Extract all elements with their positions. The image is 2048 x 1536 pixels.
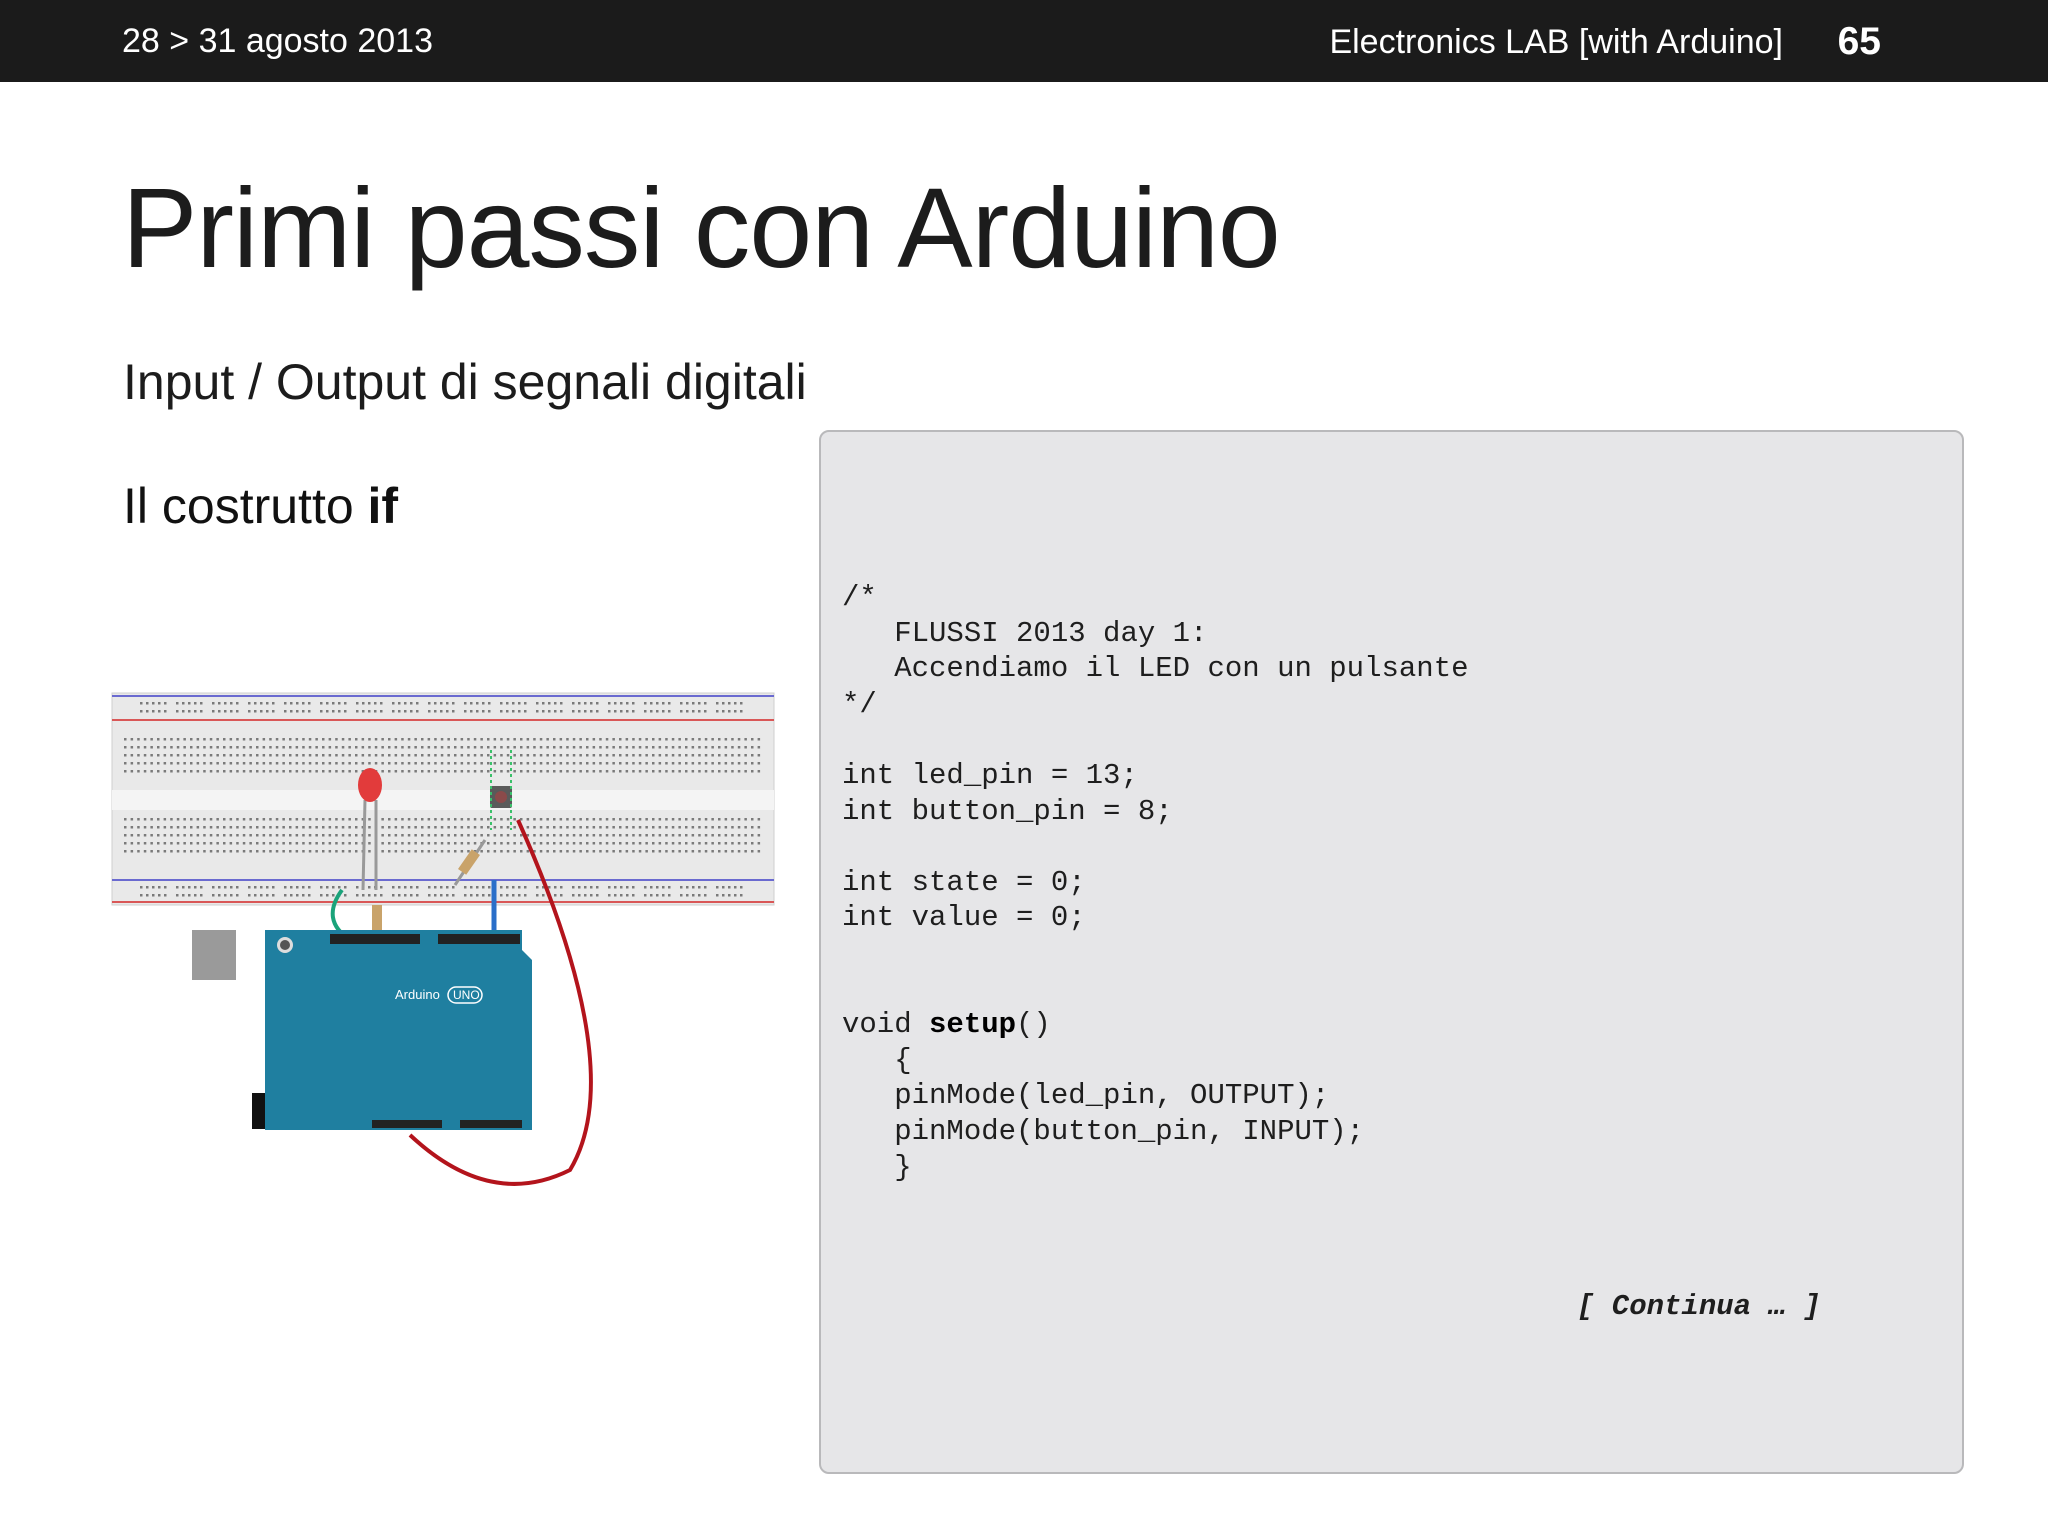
- code-setup-name: setup: [929, 1008, 1017, 1042]
- board-model: UNO: [453, 988, 480, 1002]
- pushbutton: [490, 750, 512, 830]
- code-decl-led-pin: int led_pin = 13;: [842, 758, 1138, 792]
- breadboard: [111, 692, 775, 906]
- header-bar: 28 > 31 agosto 2013 Electronics LAB [wit…: [0, 0, 2048, 82]
- led: [358, 768, 382, 935]
- header-date: 28 > 31 agosto 2013: [122, 22, 433, 60]
- code-comment-close: */: [842, 687, 877, 721]
- header-course-title: Electronics LAB [with Arduino]: [1329, 23, 1783, 61]
- page-number: 65: [1837, 20, 1881, 63]
- code-decl-value: int value = 0;: [842, 901, 1086, 935]
- code-comment-line-1: FLUSSI 2013 day 1:: [842, 616, 1208, 650]
- slide-subtitle: Input / Output di segnali digitali: [123, 354, 807, 410]
- slide-title: Primi passi con Arduino: [122, 165, 1281, 291]
- construct-heading: Il costrutto if: [123, 481, 398, 531]
- code-comment-open: /*: [842, 581, 877, 614]
- code-panel: /* FLUSSI 2013 day 1: Accendiamo il LED …: [819, 430, 1964, 1474]
- board-label: Arduino: [395, 987, 440, 1002]
- construct-prefix: Il costrutto: [123, 478, 368, 534]
- code-pinmode-led: pinMode(led_pin, OUTPUT);: [842, 1079, 1330, 1113]
- arduino-circuit-illustration: Arduino UNO: [111, 692, 775, 1186]
- code-brace-open: {: [842, 1043, 912, 1077]
- code-decl-button-pin: int button_pin = 8;: [842, 794, 1173, 828]
- continue-label: [ Continua … ]: [1577, 1290, 1821, 1323]
- resistor: [458, 849, 480, 875]
- code-setup-prefix: void: [842, 1008, 930, 1042]
- wire-red: [408, 819, 593, 1186]
- code-brace-close: }: [842, 1150, 912, 1184]
- construct-keyword: if: [367, 478, 399, 534]
- code-block: /* FLUSSI 2013 day 1: Accendiamo il LED …: [842, 580, 1469, 1185]
- code-setup-suffix: (): [1016, 1008, 1051, 1042]
- arduino-board: Arduino UNO: [192, 930, 532, 1130]
- code-comment-line-2: Accendiamo il LED con un pulsante: [842, 652, 1469, 686]
- code-decl-state: int state = 0;: [842, 865, 1086, 899]
- code-pinmode-button: pinMode(button_pin, INPUT);: [842, 1114, 1365, 1148]
